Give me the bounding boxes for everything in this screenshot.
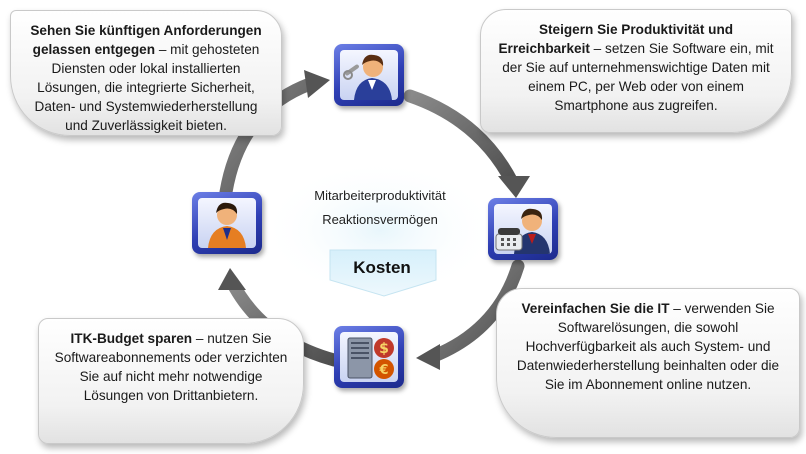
callout-heading: Vereinfachen Sie die IT [521,301,670,316]
server-money-icon: $ € [334,326,404,388]
callout-body: – nutzen Sie Softwareabonnements oder ve… [54,331,288,403]
callout-save-budget: ITK-Budget sparen – nutzen Sie Softwarea… [38,318,304,444]
arrow-top-right [403,89,530,198]
metric-responsiveness: Reaktionsvermögen [322,212,438,227]
admin-tools-person-icon [334,44,404,106]
callout-body: – setzen Sie Software ein, mit der Sie a… [502,41,774,113]
callout-heading: Sehen Sie künftigen Anforderungen gelass… [30,23,262,57]
callout-heading: ITK-Budget sparen [70,331,193,346]
telephone-person-icon [488,198,558,260]
arrow-bottom-right [416,259,525,370]
business-person-icon [192,192,262,254]
center-glow [260,160,500,300]
callout-body: – mit gehosteten Diensten oder lokal ins… [34,42,260,133]
svg-text:$: $ [379,341,389,357]
kosten-label: Kosten [353,258,411,277]
callout-simplify-it: Vereinfachen Sie die IT – verwenden Sie … [496,288,800,438]
callout-heading: Steigern Sie Produktivität und Erreichba… [498,22,734,56]
callout-body: – verwenden Sie Softwarelösungen, die so… [516,301,780,392]
callout-productivity: Steigern Sie Produktivität und Erreichba… [480,9,792,133]
kosten-shape [329,249,437,297]
metric-productivity: Mitarbeiterproduktivität [314,188,446,203]
svg-text:€: € [378,363,388,378]
callout-future-requirements: Sehen Sie künftigen Anforderungen gelass… [10,10,282,136]
